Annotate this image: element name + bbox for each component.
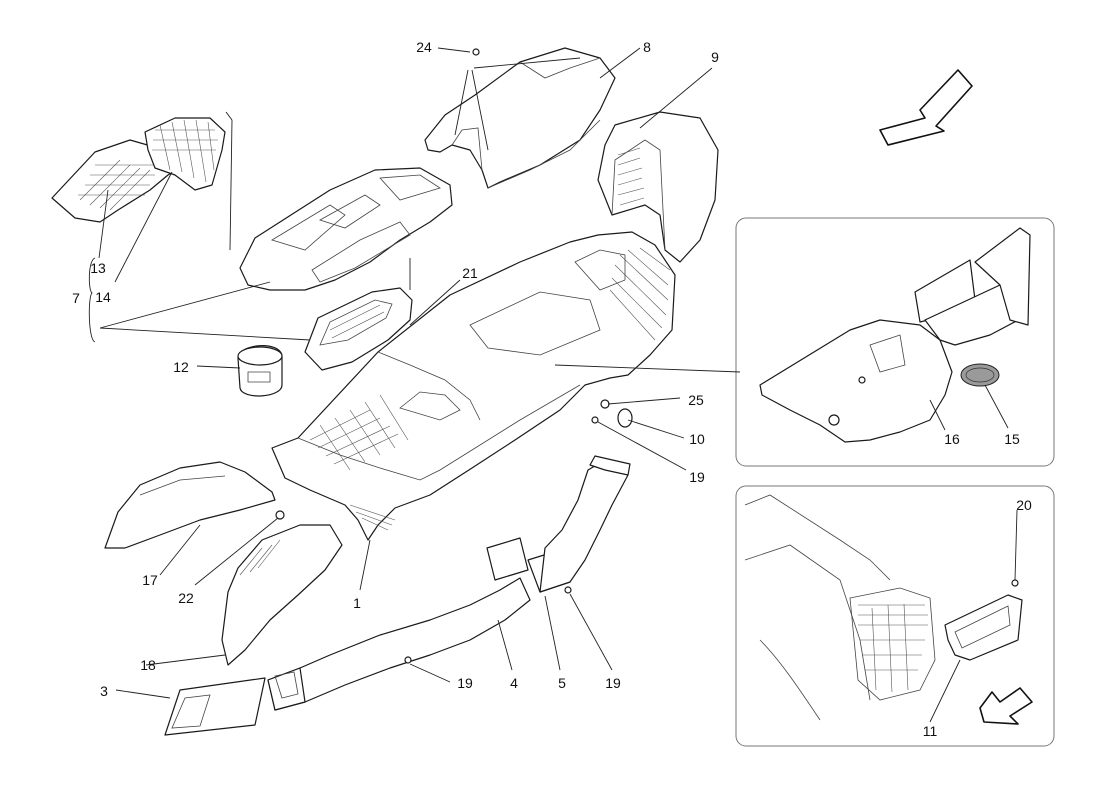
callout-11: 11 <box>923 723 938 739</box>
side-trim-part <box>104 461 276 549</box>
callout-7: 7 <box>72 290 80 306</box>
callout-25: 25 <box>688 392 704 408</box>
screw-part <box>600 399 610 409</box>
rear-vent-bezel-detail <box>735 485 1055 747</box>
callout-21: 21 <box>462 265 478 281</box>
cup-holder-insert-part <box>237 345 283 397</box>
screw-part <box>564 586 572 594</box>
tunnel-insulation-detail <box>735 217 1055 467</box>
callout-10: 10 <box>689 431 705 447</box>
callout-13: 13 <box>90 260 106 276</box>
screw-part <box>591 416 599 424</box>
callout-8: 8 <box>643 39 651 55</box>
callout-19-bottom-right: 19 <box>605 675 621 691</box>
callout-19-bottom-left: 19 <box>457 675 473 691</box>
callout-18: 18 <box>140 657 156 673</box>
storage-tray-part <box>51 117 226 223</box>
insulation-pad-part <box>960 363 1000 387</box>
grommet-part <box>617 408 633 428</box>
console-insert-part <box>304 287 413 371</box>
callout-15: 15 <box>1004 431 1020 447</box>
leader-lines <box>88 47 1018 723</box>
center-console-body-part <box>271 231 676 541</box>
callout-5: 5 <box>558 675 566 691</box>
callout-19-top: 19 <box>689 469 705 485</box>
screw-part <box>472 48 480 56</box>
callout-3: 3 <box>100 683 108 699</box>
callout-12: 12 <box>173 359 189 375</box>
callout-1: 1 <box>353 595 361 611</box>
callout-16: 16 <box>944 431 960 447</box>
callout-9: 9 <box>711 49 719 65</box>
clip-part <box>275 510 285 520</box>
screw-part <box>404 656 412 664</box>
callout-14: 14 <box>95 289 111 305</box>
callout-20: 20 <box>1016 497 1032 513</box>
small-fasteners <box>275 48 633 664</box>
air-duct-assembly-part <box>164 455 631 736</box>
console-top-cover-part <box>239 167 453 291</box>
callout-24: 24 <box>416 39 432 55</box>
callout-4: 4 <box>510 675 518 691</box>
armrest-lid-part <box>424 47 616 189</box>
callout-22: 22 <box>178 590 194 606</box>
callout-labels: 24 8 9 13 7 14 21 12 25 10 19 16 15 20 1… <box>72 39 1032 739</box>
direction-arrow-top-right <box>879 69 973 146</box>
side-panel-part <box>221 524 343 666</box>
callout-17: 17 <box>142 572 158 588</box>
rear-panel-part <box>597 111 719 263</box>
